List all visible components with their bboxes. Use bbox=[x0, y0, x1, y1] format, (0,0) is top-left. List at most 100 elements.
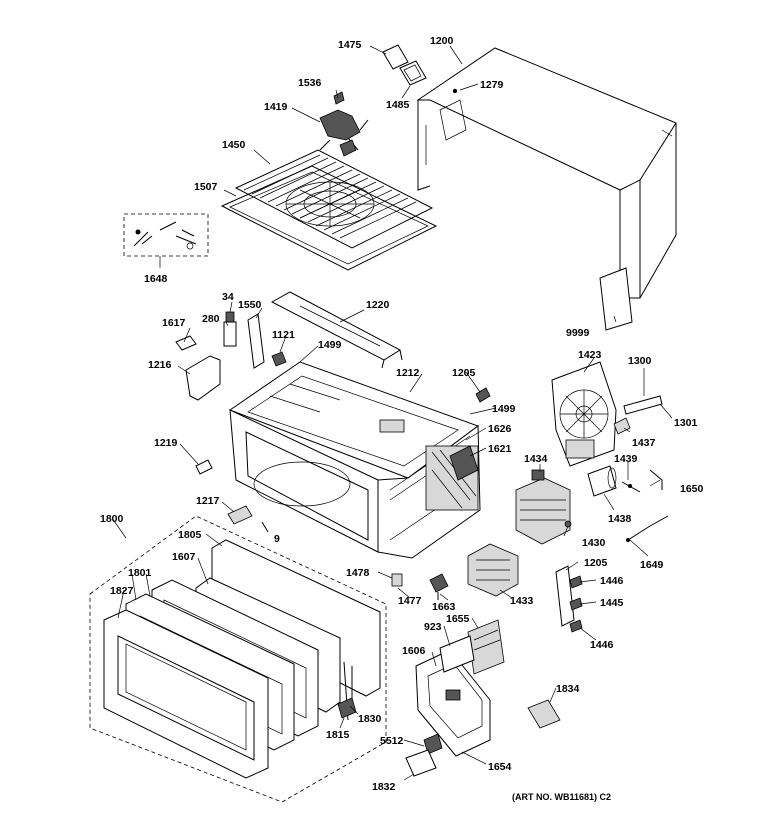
fuse-1650 bbox=[649, 469, 663, 490]
fuse-34 bbox=[225, 311, 235, 323]
label-1477: 1477 bbox=[398, 595, 422, 607]
board-1655 bbox=[467, 619, 505, 675]
bracket-1832 bbox=[405, 749, 437, 777]
label-1827: 1827 bbox=[110, 585, 134, 597]
cover-plate-1475 bbox=[382, 44, 409, 70]
leader-lines bbox=[111, 45, 673, 781]
label-1438: 1438 bbox=[608, 513, 632, 525]
label-1434: 1434 bbox=[524, 453, 548, 465]
switches-1446-1445 bbox=[569, 575, 583, 633]
label-1450: 1450 bbox=[222, 139, 246, 151]
label-1499b: 1499 bbox=[492, 403, 516, 415]
art-number: (ART NO. WB11681) C2 bbox=[512, 792, 611, 802]
label-1437: 1437 bbox=[632, 437, 656, 449]
label-1485: 1485 bbox=[386, 99, 410, 111]
clip-1219 bbox=[195, 459, 213, 475]
label-1507: 1507 bbox=[194, 181, 218, 193]
part-1478-1477 bbox=[391, 573, 403, 587]
label-1617: 1617 bbox=[162, 317, 186, 329]
label-1220: 1220 bbox=[366, 299, 390, 311]
nut-1536 bbox=[333, 91, 345, 105]
label-1217: 1217 bbox=[196, 495, 220, 507]
latch-1217 bbox=[227, 505, 253, 525]
label-1830: 1830 bbox=[358, 713, 382, 725]
label-1279: 1279 bbox=[480, 79, 504, 91]
switch-1121 bbox=[271, 351, 287, 367]
part-labels: 1475 1200 1536 1279 1485 1419 1450 1507 … bbox=[100, 35, 704, 793]
label-1216: 1216 bbox=[148, 359, 172, 371]
label-1430: 1430 bbox=[582, 537, 606, 549]
label-1815: 1815 bbox=[326, 729, 350, 741]
fuse-holder-280 bbox=[223, 321, 237, 347]
manual-9999 bbox=[599, 267, 633, 331]
label-5512: 5512 bbox=[380, 735, 404, 747]
label-1655: 1655 bbox=[446, 613, 470, 625]
label-1205b: 1205 bbox=[584, 557, 608, 569]
parts-bag-1648 bbox=[123, 213, 209, 257]
label-1801: 1801 bbox=[128, 567, 152, 579]
grille-1485 bbox=[399, 60, 427, 86]
latch-1834 bbox=[527, 699, 561, 729]
diode-1439 bbox=[621, 481, 641, 493]
magnetron-1434 bbox=[515, 469, 571, 545]
bracket-1300-1301 bbox=[623, 395, 663, 415]
label-34: 34 bbox=[222, 291, 234, 303]
label-9999: 9999 bbox=[566, 327, 590, 339]
transformer-1433 bbox=[467, 543, 519, 597]
stirrer-1419 bbox=[319, 109, 369, 157]
clip-1617 bbox=[175, 335, 197, 351]
door-assembly-1800 bbox=[89, 515, 387, 803]
label-1607: 1607 bbox=[172, 551, 196, 563]
oven-cavity bbox=[228, 361, 481, 559]
label-1475: 1475 bbox=[338, 39, 362, 51]
label-1121: 1121 bbox=[272, 329, 295, 341]
thermal-1430 bbox=[564, 520, 572, 528]
clip-1437 bbox=[613, 417, 631, 435]
oven-rack-1450 bbox=[234, 149, 434, 249]
label-1536: 1536 bbox=[298, 77, 322, 89]
label-1423: 1423 bbox=[578, 349, 602, 361]
label-1439: 1439 bbox=[614, 453, 638, 465]
label-9: 9 bbox=[274, 533, 280, 545]
outer-case-1200 bbox=[416, 47, 677, 299]
bracket-1205b bbox=[555, 565, 575, 627]
tray-1507 bbox=[220, 165, 438, 271]
label-1419: 1419 bbox=[264, 101, 288, 113]
label-280: 280 bbox=[202, 313, 220, 325]
label-1212: 1212 bbox=[396, 367, 420, 379]
label-1663: 1663 bbox=[432, 601, 456, 613]
label-1200: 1200 bbox=[430, 35, 454, 47]
label-923: 923 bbox=[424, 621, 442, 633]
capacitor-1438 bbox=[587, 465, 617, 497]
part-5512 bbox=[423, 733, 443, 755]
label-1606: 1606 bbox=[402, 645, 426, 657]
label-1650: 1650 bbox=[680, 483, 704, 495]
bracket-1216 bbox=[185, 355, 221, 401]
thermostat-1205 bbox=[475, 387, 491, 403]
label-1499a: 1499 bbox=[318, 339, 342, 351]
label-1832: 1832 bbox=[372, 781, 396, 793]
screw-1279 bbox=[452, 88, 458, 94]
label-1654: 1654 bbox=[488, 761, 512, 773]
label-1626: 1626 bbox=[488, 423, 512, 435]
label-1805: 1805 bbox=[178, 529, 202, 541]
label-1621: 1621 bbox=[488, 443, 512, 455]
label-1433: 1433 bbox=[510, 595, 534, 607]
label-1300: 1300 bbox=[628, 355, 652, 367]
relay-1663 bbox=[429, 573, 449, 600]
label-1800: 1800 bbox=[100, 513, 124, 525]
label-1478: 1478 bbox=[346, 567, 370, 579]
harness-1649 bbox=[626, 515, 669, 542]
label-1205a: 1205 bbox=[452, 367, 476, 379]
label-1834: 1834 bbox=[556, 683, 580, 695]
bracket-1550 bbox=[247, 313, 265, 369]
label-1445: 1445 bbox=[600, 597, 624, 609]
screw-9 bbox=[261, 521, 269, 533]
duct-1220 bbox=[270, 291, 403, 369]
fan-assembly-1423 bbox=[551, 361, 617, 467]
label-1219: 1219 bbox=[154, 437, 178, 449]
label-1301: 1301 bbox=[674, 417, 698, 429]
label-1446a: 1446 bbox=[600, 575, 624, 587]
label-1648: 1648 bbox=[144, 273, 168, 285]
